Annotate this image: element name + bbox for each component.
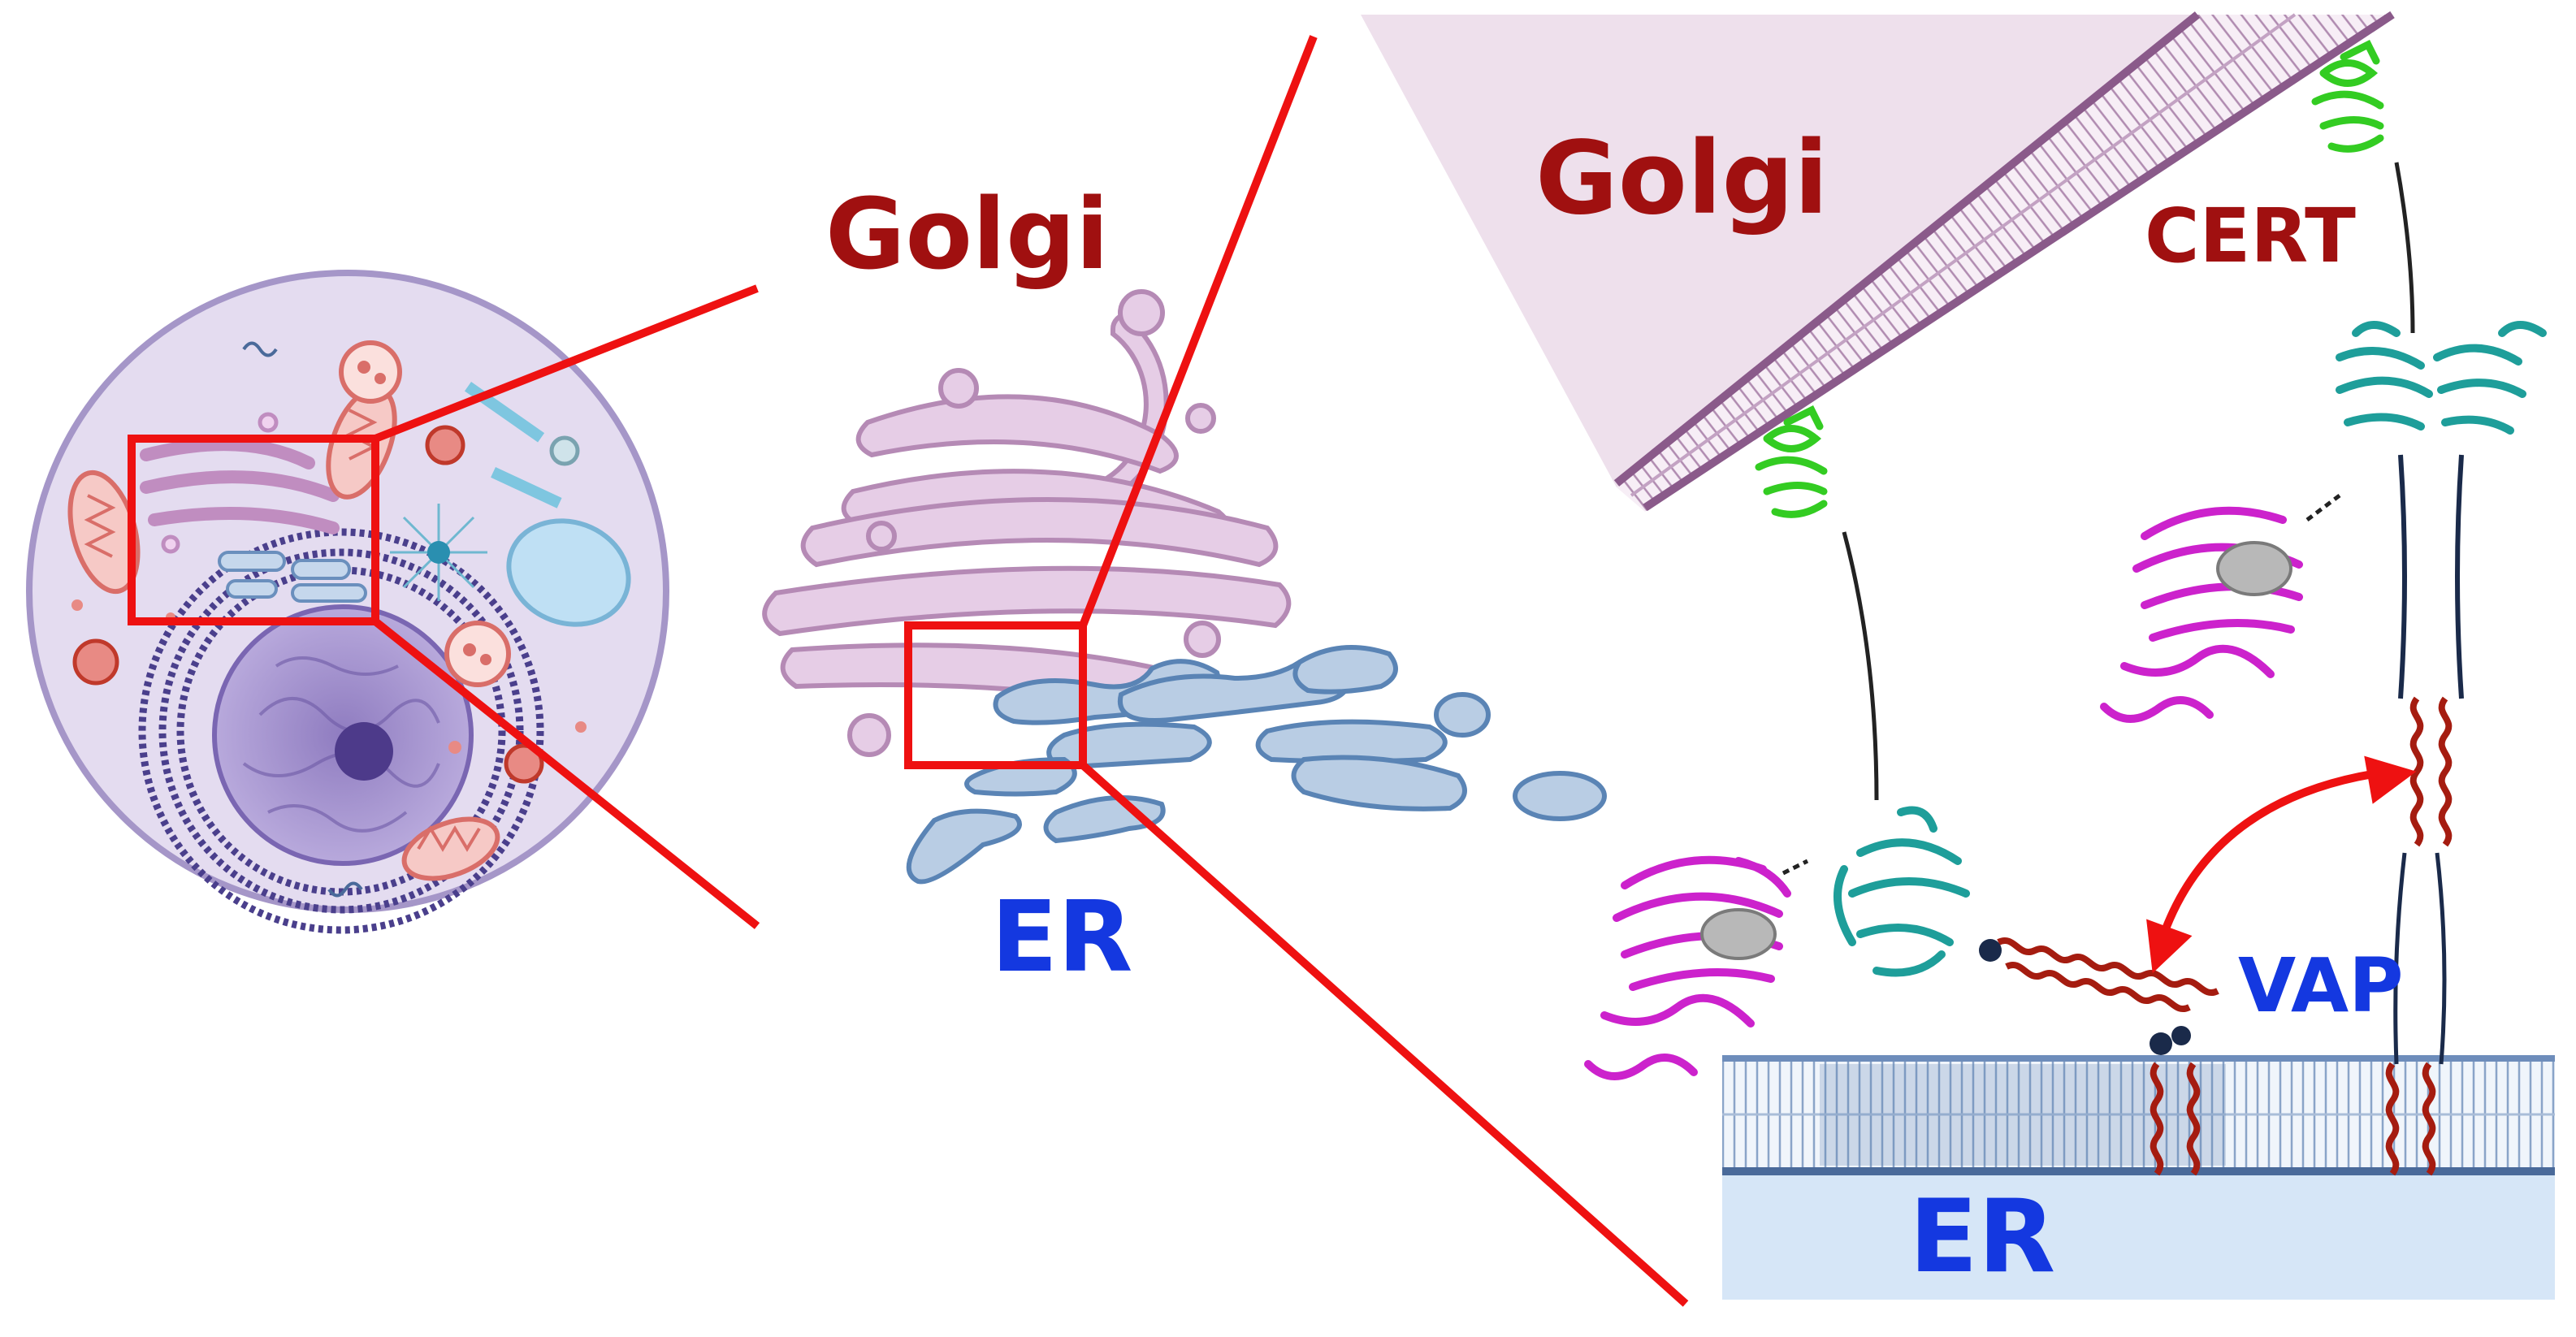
callout-lines-left	[372, 284, 760, 929]
er-membrane-icon	[1722, 1055, 2555, 1300]
callout-lines-right	[1079, 35, 1689, 1307]
vap-coil-left	[1997, 937, 2219, 1176]
msp-domain-right	[2336, 321, 2547, 435]
centrosome	[390, 504, 487, 601]
cert-label: CERT	[2145, 193, 2356, 279]
cell-callout-box	[128, 435, 379, 625]
protein-structure-icon-right	[2100, 39, 2547, 1176]
vap-label: VAP	[2238, 942, 2404, 1029]
er-mid-label: ER	[991, 881, 1132, 994]
ph-domain-left	[1755, 405, 1828, 518]
vesicles	[71, 340, 587, 784]
double-arrow-icon	[2146, 755, 2417, 974]
rough-er	[138, 528, 544, 934]
ceramide-right	[2216, 541, 2292, 596]
golgi-er-callout-box	[904, 621, 1087, 769]
ceramide-left	[1700, 908, 1777, 960]
cell-er	[218, 551, 367, 603]
ph-domain-right	[2311, 39, 2384, 153]
er-right-label: ER	[1909, 1179, 2055, 1296]
vacuole	[506, 518, 631, 627]
golgi-mid-label: Golgi	[825, 179, 1109, 292]
golgi-right-label: Golgi	[1535, 120, 1829, 237]
protein-structure-icon	[1584, 405, 2219, 1176]
msp-domain-left	[1834, 806, 1970, 977]
linkers-left	[1979, 939, 2191, 1055]
nucleolus	[335, 722, 393, 781]
vap-coil-right	[2385, 696, 2453, 1176]
cell-icon	[26, 270, 669, 934]
start-domain-right	[2100, 506, 2303, 723]
golgi-membrane-icon	[1613, 11, 2395, 512]
cell-golgi	[140, 412, 340, 554]
start-domain-left	[1584, 855, 1791, 1080]
